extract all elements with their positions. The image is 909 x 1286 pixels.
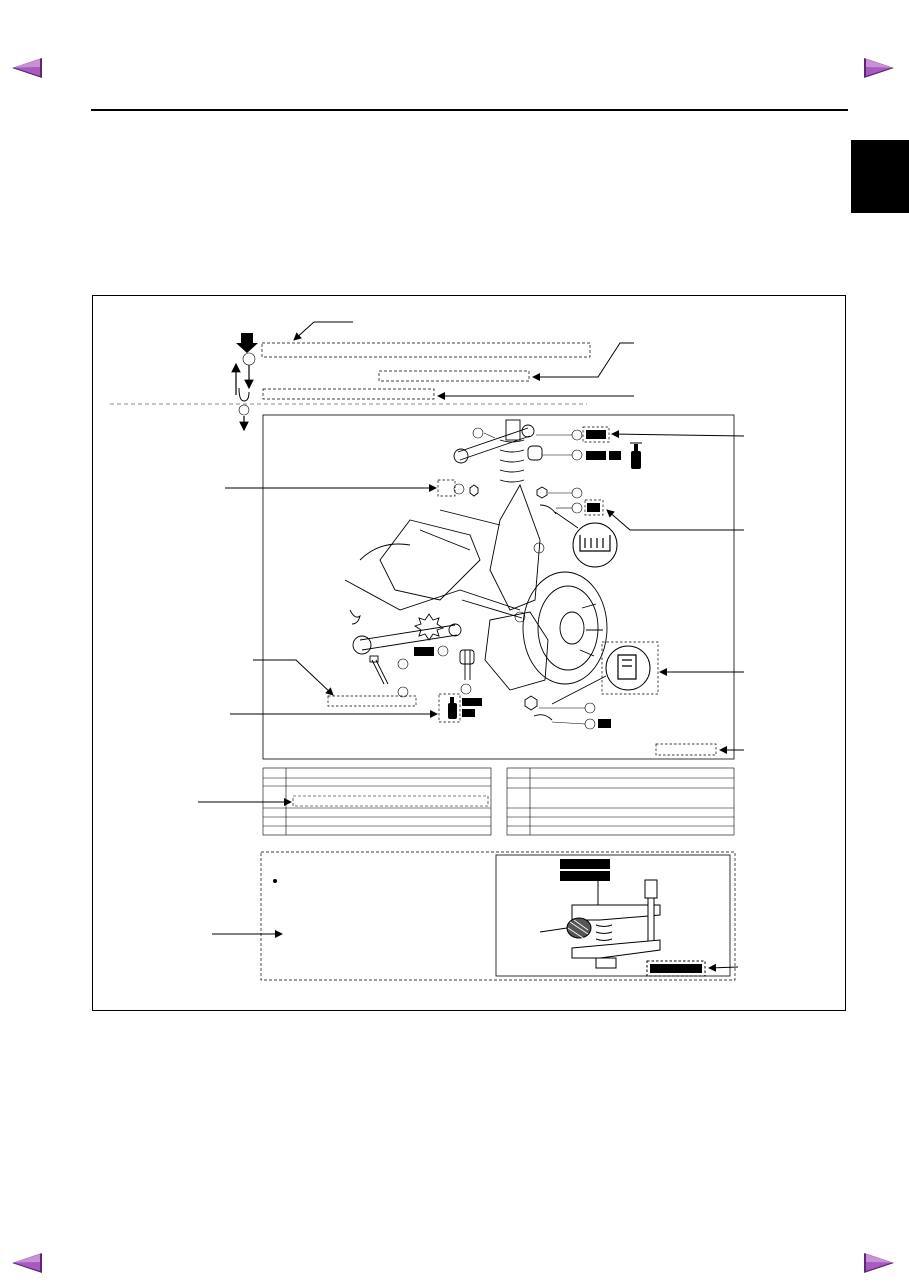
figure-frame: [92, 295, 846, 1011]
left-arrow-icon: [12, 58, 42, 78]
right-arrow-icon: [864, 1253, 894, 1273]
previous-page-arrow-bottom[interactable]: [10, 1251, 44, 1275]
right-arrow-icon: [864, 58, 894, 78]
section-tab: [851, 140, 909, 213]
next-page-arrow-bottom[interactable]: [862, 1251, 896, 1275]
left-arrow-icon: [12, 1253, 42, 1273]
header-rule: [91, 109, 848, 111]
next-page-arrow-top[interactable]: [862, 56, 896, 80]
previous-page-arrow-top[interactable]: [10, 56, 44, 80]
